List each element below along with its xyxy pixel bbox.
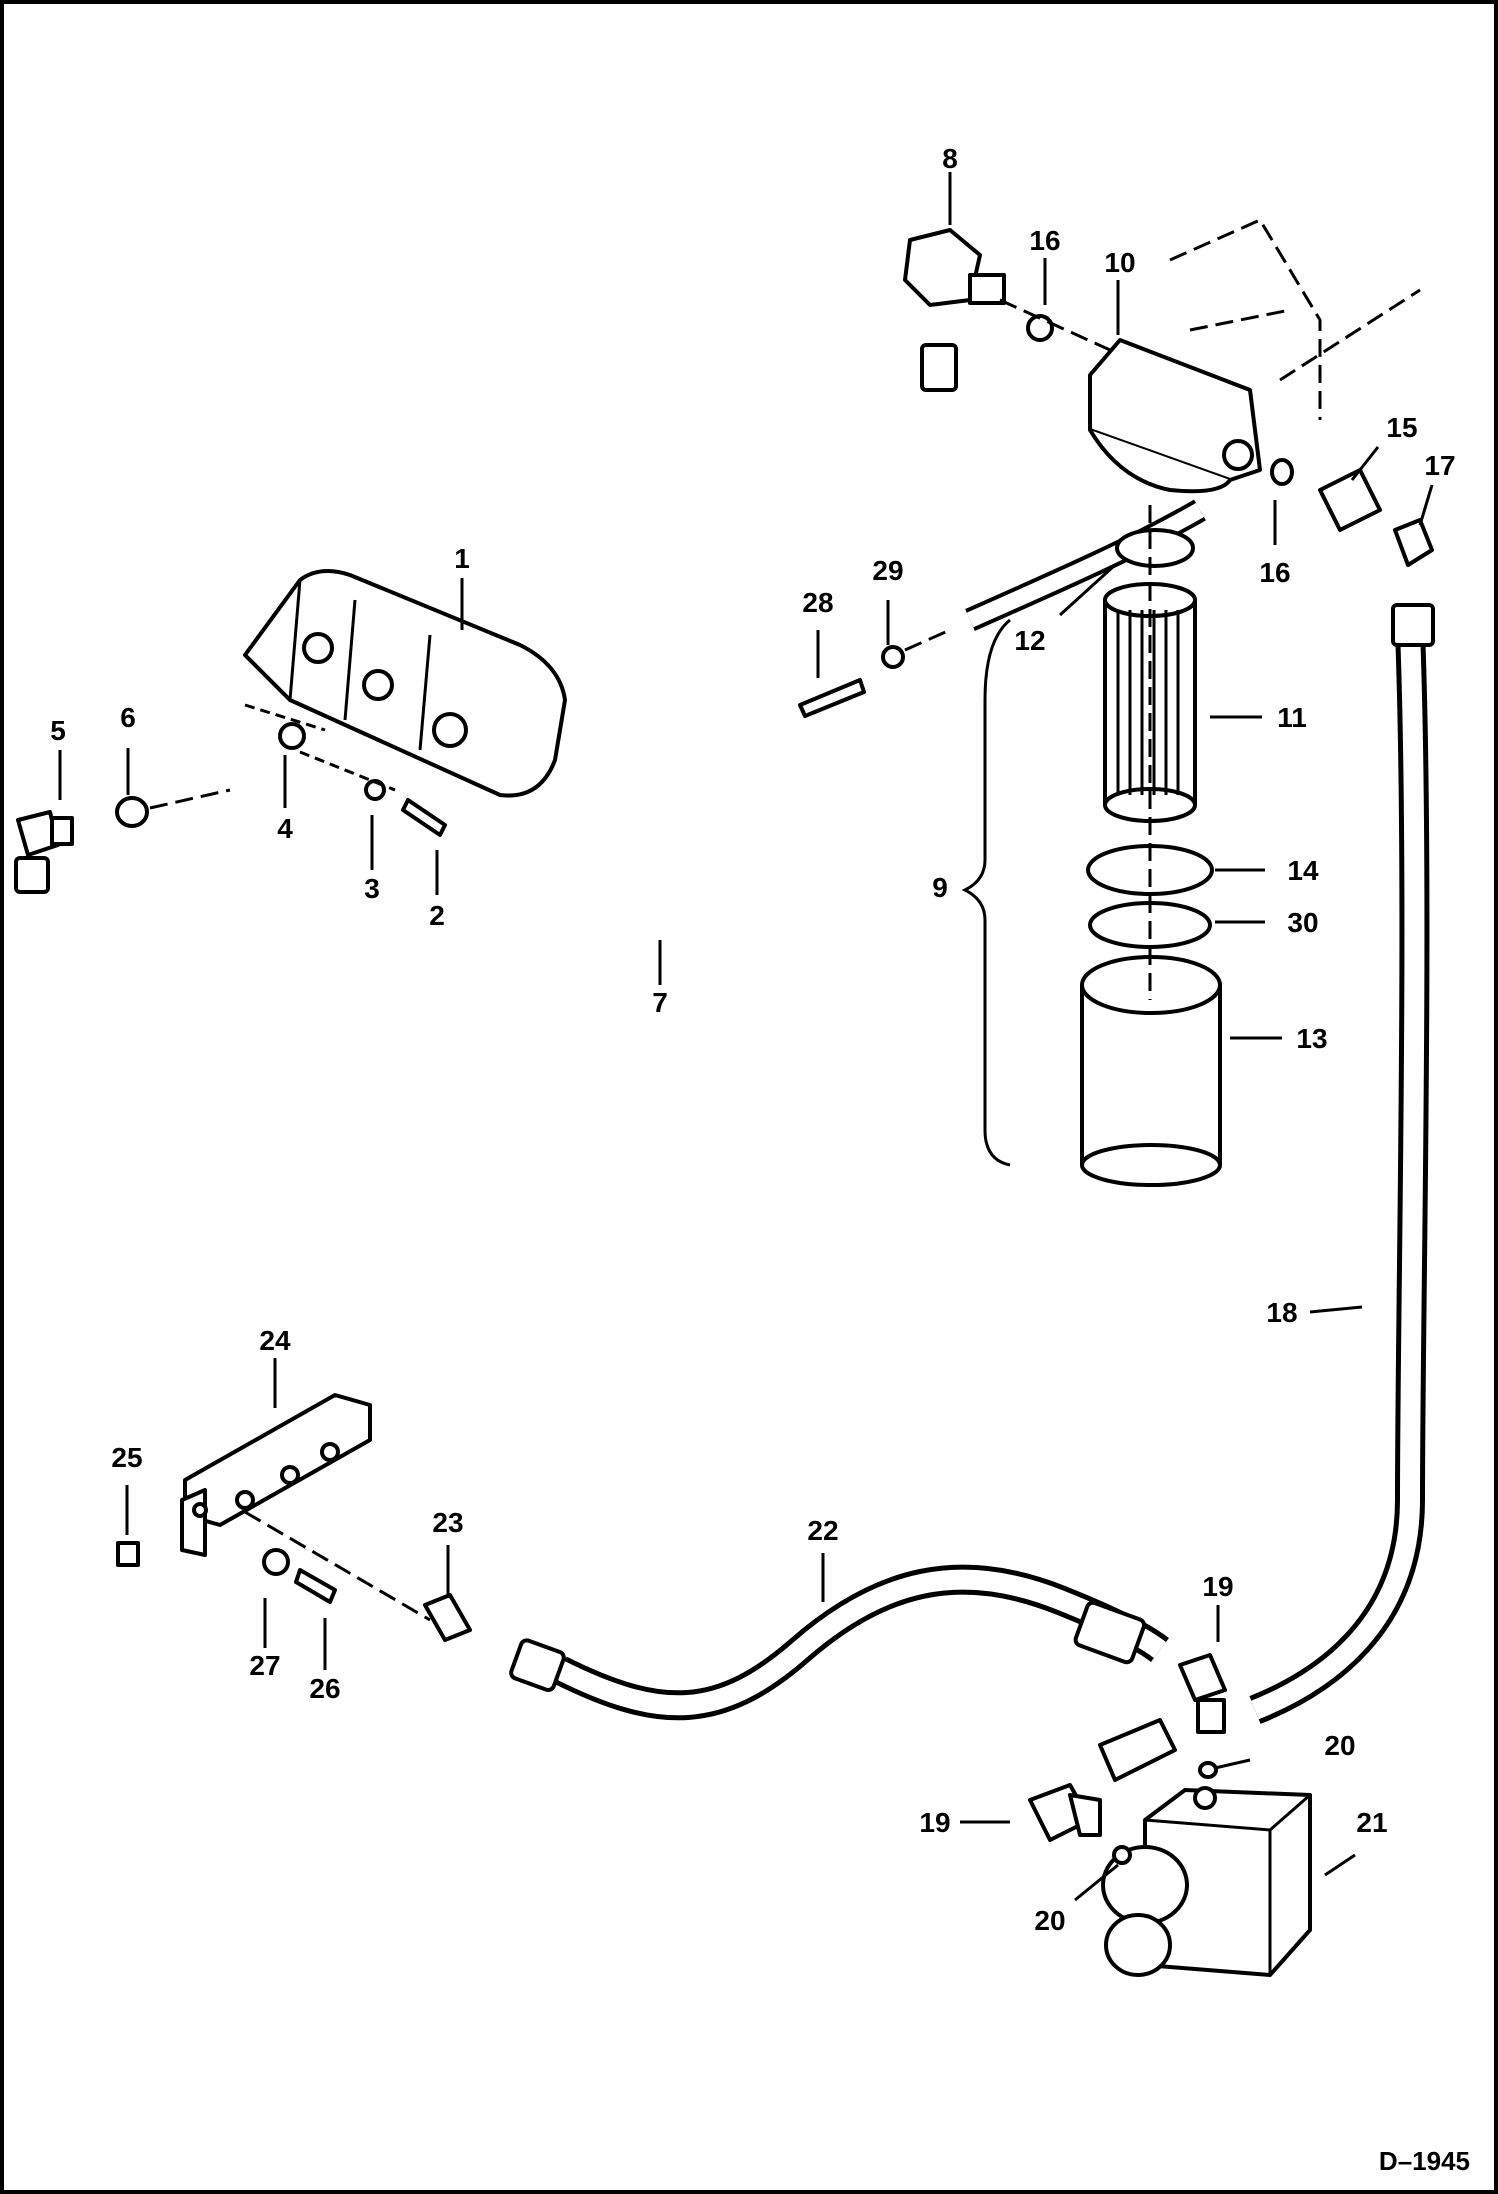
hose-22-end-left bbox=[509, 1638, 566, 1692]
callout-19-bottom: 19 bbox=[919, 1807, 950, 1838]
callout-4: 4 bbox=[277, 813, 293, 844]
callout-22: 22 bbox=[807, 1515, 838, 1546]
setscrew-25 bbox=[116, 1541, 140, 1567]
callout-24: 24 bbox=[259, 1325, 291, 1356]
drawing-reference: D–1945 bbox=[1379, 2146, 1470, 2176]
elbow-fitting-5 bbox=[14, 810, 74, 894]
o-ring-16-top bbox=[1026, 314, 1054, 342]
callout-19-top: 19 bbox=[1202, 1571, 1233, 1602]
callout-21: 21 bbox=[1356, 1807, 1387, 1838]
callout-2: 2 bbox=[429, 900, 445, 931]
hose-18 bbox=[1249, 629, 1430, 1724]
hose-18-end bbox=[1391, 603, 1435, 647]
callout-13: 13 bbox=[1296, 1023, 1327, 1054]
hydraulic-pump bbox=[243, 569, 567, 798]
hose-22 bbox=[553, 1564, 1169, 1721]
callout-26: 26 bbox=[309, 1673, 340, 1704]
callout-25: 25 bbox=[111, 1442, 142, 1473]
bolt-28 bbox=[798, 678, 866, 718]
leader-lines bbox=[58, 172, 1434, 1902]
callout-18: 18 bbox=[1266, 1297, 1297, 1328]
elbow-fitting-19-top bbox=[1178, 1653, 1227, 1734]
assembly-line-6 bbox=[149, 788, 231, 810]
filter-bowl-13 bbox=[1080, 955, 1222, 1187]
washer-4 bbox=[278, 722, 306, 750]
hose-7 bbox=[17, 358, 983, 1085]
o-ring-20-top bbox=[1198, 1761, 1218, 1779]
elbow-fitting-8 bbox=[903, 228, 1006, 392]
callout-7: 7 bbox=[652, 987, 668, 1018]
callout-29: 29 bbox=[872, 555, 903, 586]
callout-1: 1 bbox=[454, 543, 470, 574]
valve-block-21 bbox=[1101, 1786, 1312, 1977]
callout-16-right: 16 bbox=[1259, 557, 1290, 588]
bolt-2 bbox=[401, 798, 447, 837]
filter-head-10 bbox=[1088, 338, 1262, 494]
callout-12: 12 bbox=[1014, 625, 1045, 656]
adapter-19-top bbox=[1098, 1718, 1177, 1782]
callout-10: 10 bbox=[1104, 247, 1135, 278]
elbow-fitting-19-bottom bbox=[1028, 1783, 1102, 1842]
callout-28: 28 bbox=[802, 587, 833, 618]
washer-29 bbox=[881, 645, 905, 669]
callout-15: 15 bbox=[1386, 412, 1417, 443]
hose-22-end-right bbox=[1073, 1600, 1147, 1665]
o-ring-12 bbox=[1115, 528, 1195, 568]
bracket-outline bbox=[1169, 218, 1322, 420]
callout-14: 14 bbox=[1287, 855, 1319, 886]
callout-5: 5 bbox=[50, 715, 66, 746]
brace-9 bbox=[961, 618, 1011, 1167]
elbow-fitting-17 bbox=[1393, 518, 1434, 567]
o-ring-16-right bbox=[1270, 458, 1294, 486]
o-ring-6 bbox=[115, 796, 149, 828]
callout-6: 6 bbox=[120, 702, 136, 733]
mounting-bracket-24 bbox=[180, 1393, 372, 1557]
hose-7-branch bbox=[965, 499, 1206, 631]
callout-3: 3 bbox=[364, 873, 380, 904]
o-ring-20-bottom bbox=[1112, 1845, 1132, 1865]
callout-27: 27 bbox=[249, 1650, 280, 1681]
callout-17: 17 bbox=[1424, 450, 1455, 481]
fitting-23 bbox=[423, 1593, 472, 1642]
callout-11: 11 bbox=[1277, 702, 1307, 733]
callout-20-bottom: 20 bbox=[1034, 1905, 1065, 1936]
callout-16-top: 16 bbox=[1029, 225, 1060, 256]
adapter-15 bbox=[1318, 468, 1382, 532]
washer-27 bbox=[262, 1548, 290, 1576]
bolt-26 bbox=[294, 1568, 337, 1604]
callout-20-top: 20 bbox=[1324, 1730, 1355, 1761]
callout-23: 23 bbox=[432, 1507, 463, 1538]
callout-8: 8 bbox=[942, 143, 958, 174]
callout-30: 30 bbox=[1287, 907, 1318, 938]
callout-9: 9 bbox=[932, 872, 948, 903]
